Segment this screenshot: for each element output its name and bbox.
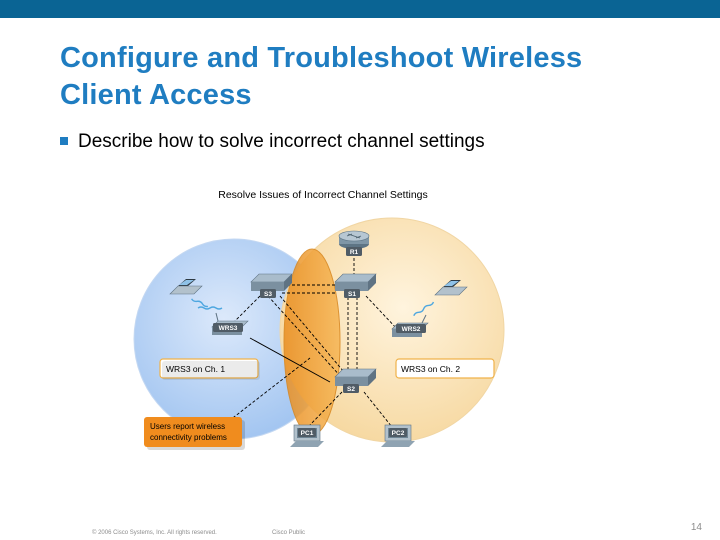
wireless-signal-left-2 (190, 298, 209, 308)
callout-channel-1 (159, 358, 260, 380)
laptop-right-icon (434, 280, 468, 296)
router-icon (338, 230, 370, 249)
link-s2-pc2 (363, 391, 393, 428)
wireless-signal-left (197, 306, 223, 310)
link-s3-s2-b (279, 295, 345, 373)
slide-title: Configure and Troubleshoot Wireless Clie… (60, 40, 700, 114)
laptop-left-icon (169, 279, 203, 295)
wireless-router-wrs2-label: WRS2 (402, 326, 421, 333)
switch-s3-icon (250, 273, 293, 291)
link-s3-s2-a (267, 295, 343, 379)
link-s2-pc1 (307, 391, 343, 428)
wireless-signal-right (413, 301, 435, 317)
link-s2-wrs3-solid (249, 337, 331, 383)
square-bullet-icon (60, 137, 68, 145)
callout-problem-line-2: connectivity problems (150, 433, 227, 442)
diagram-caption: Resolve Issues of Incorrect Channel Sett… (218, 189, 428, 201)
switch-s3-label: S3 (264, 291, 272, 298)
link-callout-overlap (224, 357, 311, 425)
page-number: 14 (690, 522, 702, 533)
link-s3-wrs3 (234, 295, 261, 322)
pc1-label: PC1 (301, 430, 314, 437)
bullet-text: Describe how to solve incorrect channel … (78, 131, 485, 152)
network-diagram: Resolve Issues of Incorrect Channel Sett… (130, 182, 510, 458)
header-bar (0, 0, 720, 18)
overlap-area (283, 248, 341, 436)
pc2-label: PC2 (392, 430, 405, 437)
link-s1-wrs2 (365, 295, 399, 331)
switch-s2-label: S2 (347, 386, 355, 393)
footer-copyright: © 2006 Cisco Systems, Inc. All rights re… (92, 530, 217, 536)
callout-channel-1-text: WRS3 on Ch. 1 (166, 364, 225, 374)
callout-channel-2-text: WRS3 on Ch. 2 (401, 364, 460, 374)
slide-title-line-2: Client Access (60, 79, 252, 111)
footer-classification: Cisco Public (272, 530, 306, 536)
router-label: R1 (350, 249, 359, 256)
switch-s1-icon (334, 273, 377, 291)
callout-problem-line-1: Users report wireless (150, 422, 225, 431)
slide-title-line-1: Configure and Troubleshoot Wireless (60, 42, 583, 74)
switch-s1-label: S1 (348, 291, 356, 298)
callout-channel-2 (395, 358, 495, 379)
switch-s2-icon (334, 368, 377, 386)
bullet-item: Describe how to solve incorrect channel … (60, 131, 700, 155)
wireless-router-wrs3-label: WRS3 (219, 325, 238, 332)
callout-problem (144, 417, 245, 450)
